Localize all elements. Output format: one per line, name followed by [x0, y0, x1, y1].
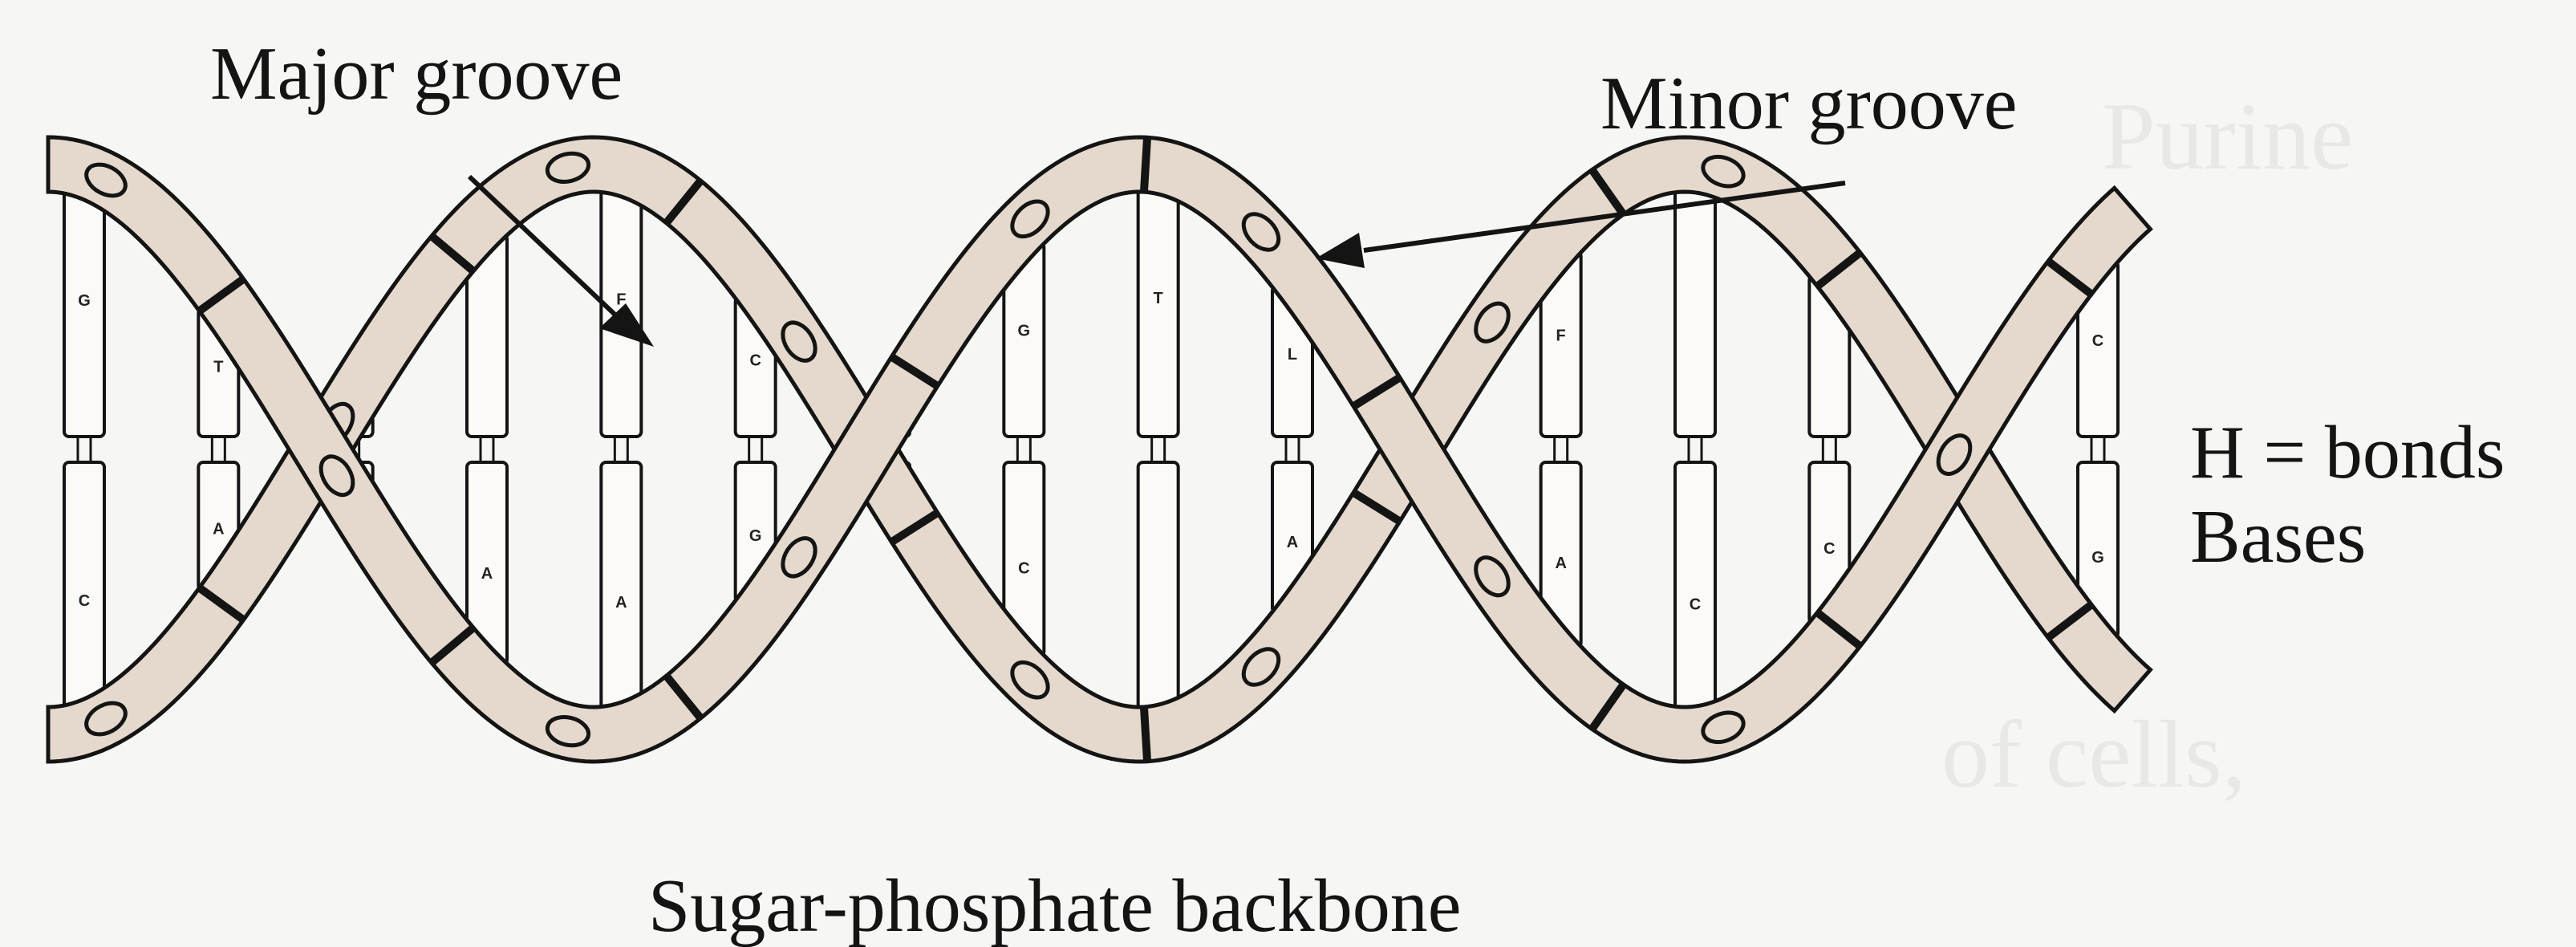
- base-pair: C: [1809, 275, 1849, 624]
- base-letter-top: G: [1018, 322, 1031, 339]
- base-letter-top: T: [1154, 290, 1163, 307]
- base-letter-top: F: [1556, 327, 1566, 344]
- base-pair: FA: [1541, 251, 1581, 647]
- base-letter-bottom: C: [1690, 595, 1701, 613]
- minor-groove-label: Minor groove: [1600, 62, 2018, 145]
- svg-text:of cells,: of cells,: [1941, 701, 2246, 807]
- base-pair: GC: [64, 189, 104, 711]
- svg-text:Purine: Purine: [2102, 83, 2353, 189]
- base-pair: A: [467, 234, 507, 665]
- base-top: [64, 189, 104, 437]
- base-letter-bottom: A: [481, 565, 493, 583]
- base-pair: FA: [601, 185, 641, 713]
- base-pair: CG: [2078, 261, 2118, 638]
- base-letter-bottom: C: [79, 592, 90, 610]
- base-pair: T: [1138, 184, 1178, 715]
- base-letter-top: T: [213, 358, 223, 376]
- base-letter-bottom: C: [1018, 560, 1029, 578]
- base-bottom: [64, 462, 104, 710]
- base-pair: C: [1675, 183, 1715, 717]
- base-letter-bottom: G: [2091, 549, 2104, 567]
- base-bottom: [1138, 462, 1178, 715]
- base-bottom: [601, 462, 641, 713]
- base-bottom: [1675, 462, 1715, 716]
- base-top: [1675, 183, 1715, 437]
- base-letter-bottom: A: [1287, 534, 1298, 551]
- base-letter-bottom: A: [1555, 555, 1566, 572]
- major-groove-label: Major groove: [210, 32, 623, 116]
- base-letter-bottom: A: [213, 520, 224, 538]
- base-letter-top: G: [78, 292, 91, 310]
- backbone-label: Sugar-phosphate backbone: [648, 864, 1462, 947]
- bases-label: Bases: [2190, 495, 2366, 579]
- h-bonds-label: H = bonds: [2190, 411, 2505, 494]
- base-pair: GC: [1004, 242, 1044, 656]
- base-letter-top: C: [2092, 332, 2103, 350]
- base-letter-bottom: G: [749, 527, 762, 545]
- base-letter-bottom: C: [1823, 540, 1835, 558]
- base-top: [1138, 184, 1178, 437]
- base-letter-top: L: [1288, 346, 1297, 364]
- base-letter-bottom: A: [615, 594, 627, 612]
- base-letter-top: C: [749, 352, 761, 370]
